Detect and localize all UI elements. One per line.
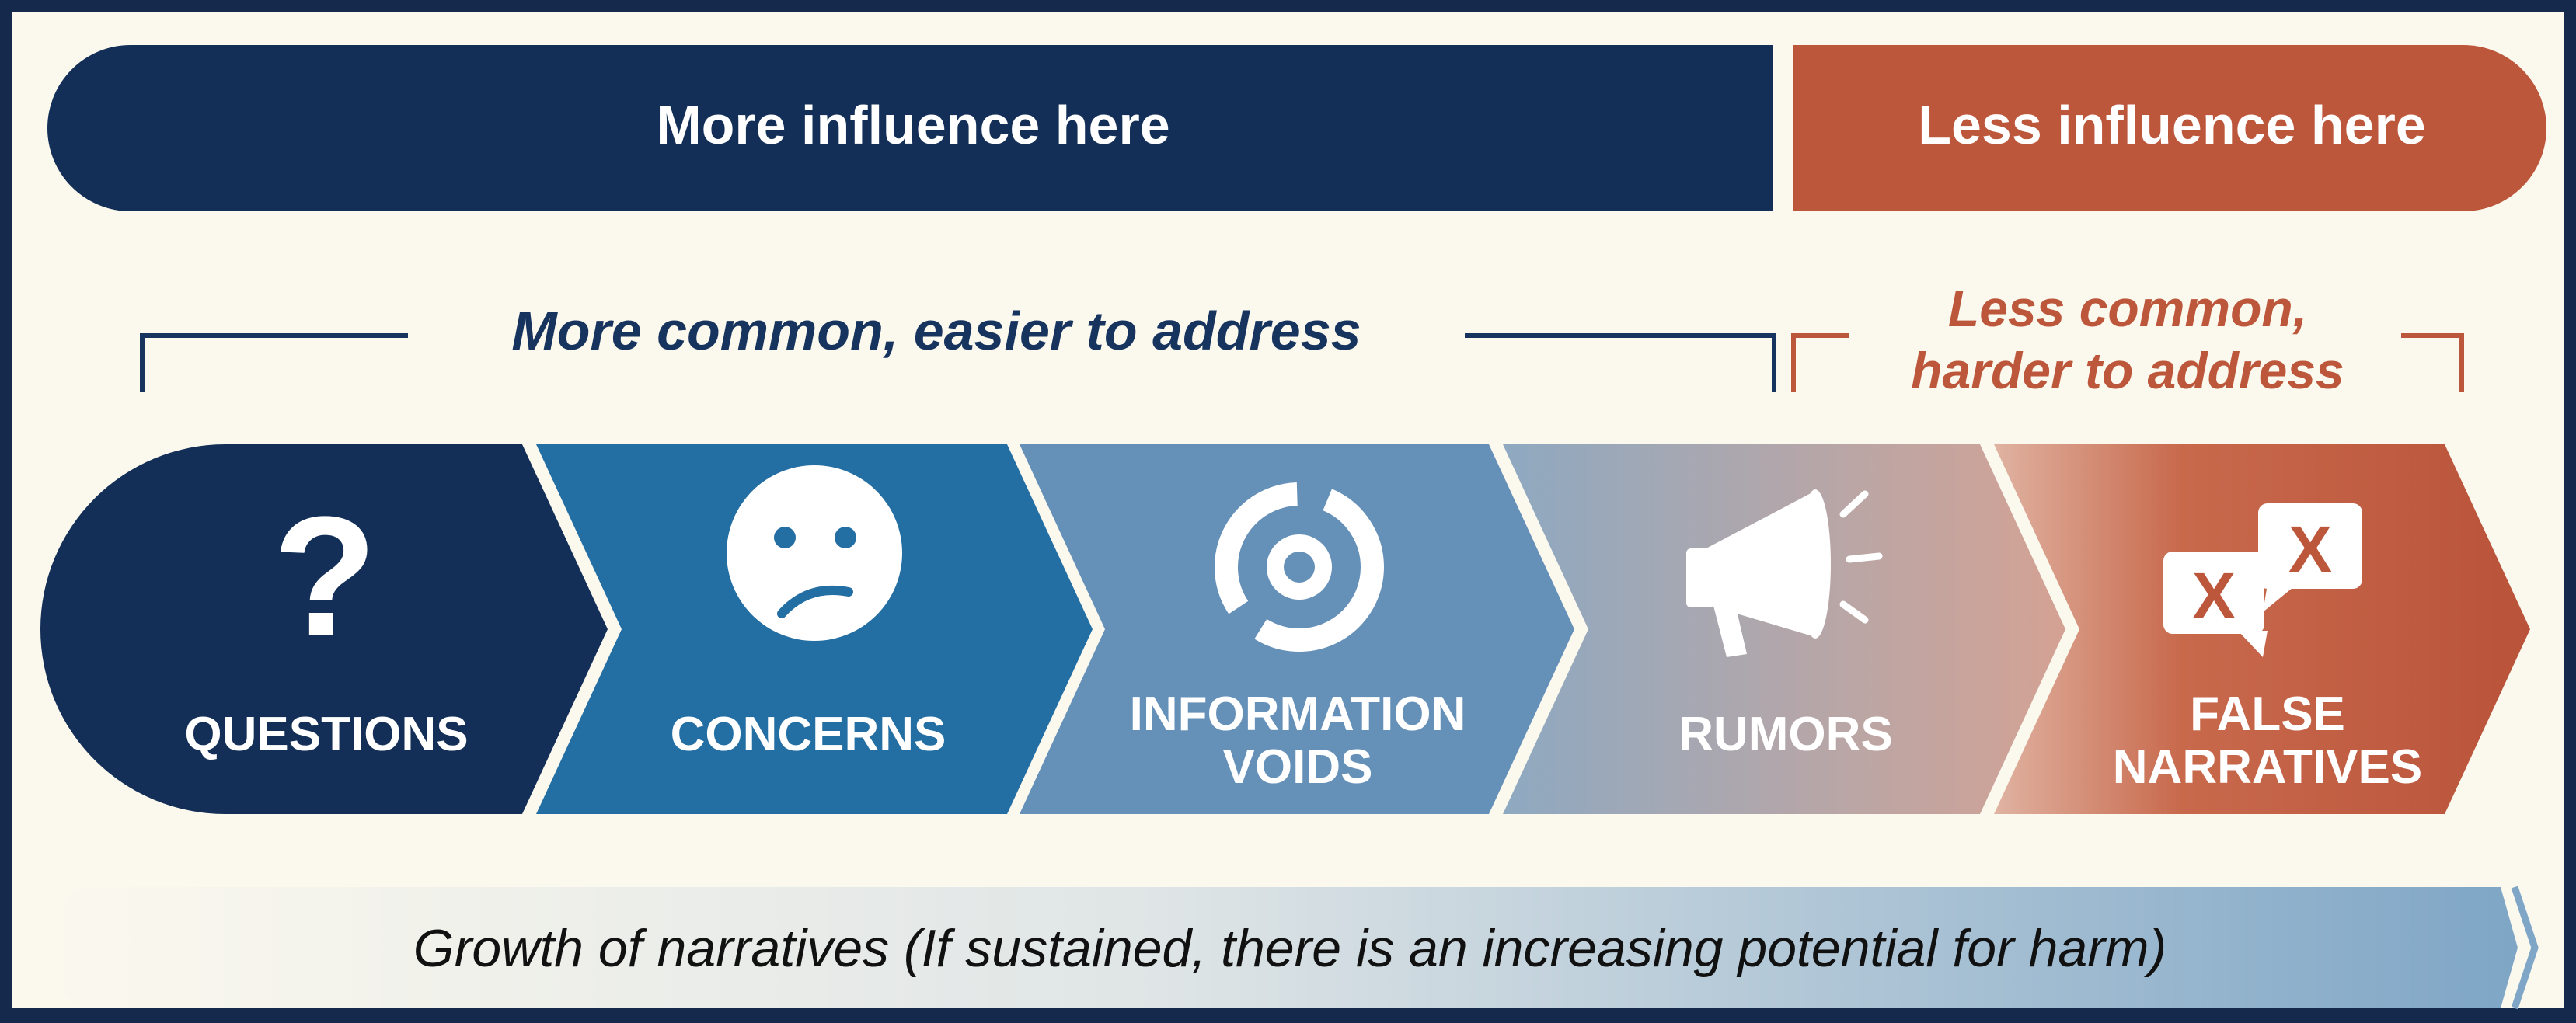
common-bracket-left-line bbox=[140, 333, 408, 392]
growth-arrow: Growth of narratives (If sustained, ther… bbox=[50, 886, 2539, 1010]
growth-arrow-band bbox=[50, 887, 2518, 1008]
stage-rumors-shape bbox=[1503, 444, 2065, 814]
uncommon-bracket-right-line bbox=[2401, 333, 2464, 392]
confused-face-icon bbox=[727, 465, 902, 641]
megaphone-icon bbox=[1686, 489, 1883, 657]
stage-information-voids: INFORMATION VOIDS bbox=[1020, 444, 1574, 814]
uncommon-bracket-label-line2: harder to address bbox=[1911, 342, 2344, 399]
stage-false-narratives: X X FALSE NARRATIVES bbox=[1994, 444, 2530, 814]
more-influence-label: More influence here bbox=[656, 95, 1169, 155]
more-influence-band bbox=[47, 45, 1773, 211]
common-bracket-right-line bbox=[1465, 333, 1776, 392]
speech-bubbles-x-icon: X X bbox=[2163, 503, 2362, 657]
common-bracket-label: More common, easier to address bbox=[511, 301, 1361, 361]
broken-circle-icon bbox=[1215, 482, 1384, 652]
stage-information-voids-label-line2: VOIDS bbox=[1223, 740, 1373, 794]
uncommon-bracket-left-line bbox=[1791, 333, 1849, 392]
stage-rumors-label: RUMORS bbox=[1678, 708, 1893, 761]
stage-concerns: CONCERNS bbox=[536, 444, 1093, 814]
stage-false-narratives-label-line2: NARRATIVES bbox=[2113, 740, 2422, 794]
narrative-stages: ? QUESTIONS CONCERNS INFORMATION bbox=[40, 444, 2530, 814]
uncommon-bracket: Less common, harder to address bbox=[1791, 280, 2464, 399]
growth-arrow-tip bbox=[2511, 886, 2539, 1010]
influence-bar: More influence here Less influence here bbox=[47, 45, 2546, 211]
stage-questions: ? QUESTIONS bbox=[40, 444, 608, 814]
svg-text:?: ? bbox=[273, 481, 377, 672]
stage-questions-label: QUESTIONS bbox=[184, 708, 468, 761]
growth-arrow-label: Growth of narratives (If sustained, ther… bbox=[413, 919, 2166, 978]
stage-concerns-label: CONCERNS bbox=[671, 708, 946, 761]
svg-text:X: X bbox=[2192, 559, 2236, 632]
question-mark-icon: ? bbox=[273, 481, 377, 672]
common-bracket: More common, easier to address bbox=[140, 301, 1776, 392]
stage-questions-shape bbox=[40, 444, 608, 814]
less-influence-label: Less influence here bbox=[1918, 95, 2426, 155]
stage-false-narratives-label-line1: FALSE bbox=[2190, 687, 2345, 741]
stage-information-voids-label-line1: INFORMATION bbox=[1130, 687, 1466, 741]
less-influence-band bbox=[1793, 45, 2546, 211]
svg-text:X: X bbox=[2288, 513, 2332, 586]
uncommon-bracket-label-line1: Less common, bbox=[1948, 280, 2307, 337]
stage-rumors: RUMORS bbox=[1503, 444, 2065, 814]
